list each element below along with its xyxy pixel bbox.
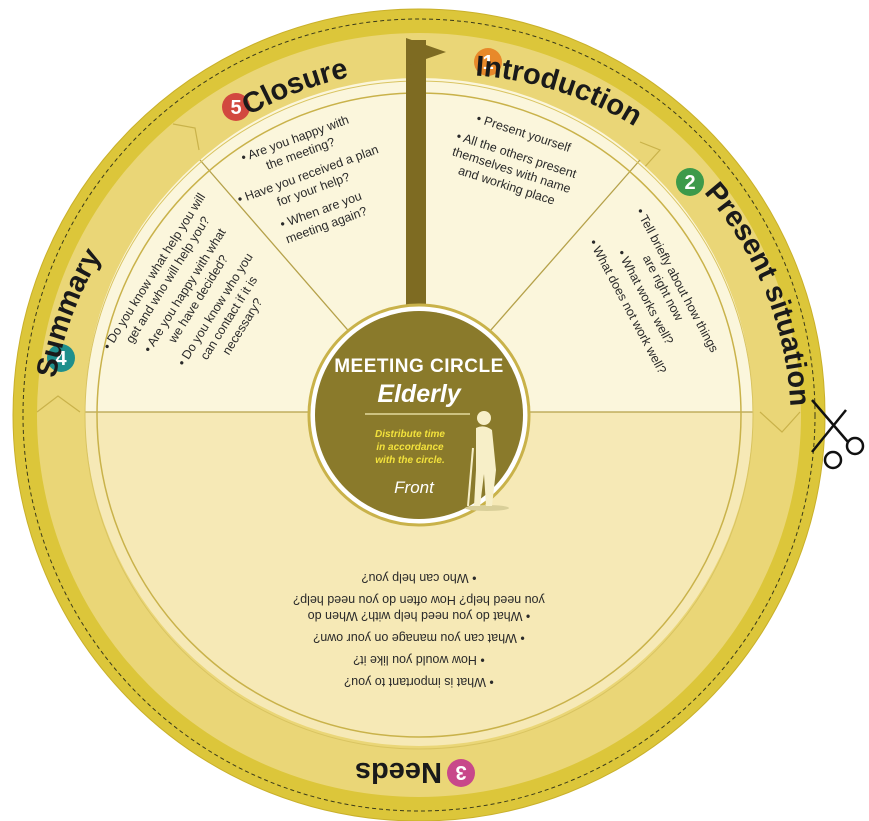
center-title: MEETING CIRCLE — [334, 356, 504, 377]
svg-text:• What can you manage on your: • What can you manage on your own? — [313, 631, 524, 645]
svg-text:you need help? How often do yo: you need help? How often do you need hel… — [293, 593, 545, 607]
closure-number: 5 — [230, 97, 241, 119]
center-note-2: in accordance — [376, 442, 444, 453]
center-note-1: Distribute time — [375, 429, 445, 440]
closure-number-badge — [222, 93, 250, 121]
svg-text:• Who can help you?: • Who can help you? — [362, 571, 477, 585]
needs-number-badge — [447, 759, 475, 787]
elderly-person-icon — [465, 411, 509, 511]
present-number: 2 — [684, 172, 695, 194]
center-subtitle: Elderly — [377, 380, 461, 408]
needs-bullets: • What is important to you? • How would … — [293, 571, 545, 689]
pointer-flag — [406, 38, 446, 330]
center-note-3: with the circle. — [375, 455, 444, 466]
svg-text:• What do you need help with?: • What do you need help with? When do — [308, 609, 531, 623]
center-side: Front — [394, 478, 435, 497]
svg-text:• What is important to you?: • What is important to you? — [344, 675, 494, 689]
ring-dividers — [36, 123, 801, 433]
needs-title: Needs — [355, 756, 442, 788]
needs-number: 3 — [455, 761, 466, 783]
svg-text:• How would you like it?: • How would you like it? — [353, 653, 485, 667]
summary-number: 4 — [55, 348, 67, 370]
present-number-badge — [676, 168, 704, 196]
needs-title-group: 3 Needs — [355, 756, 475, 788]
introduction-number: 1 — [482, 52, 493, 74]
introduction-number-badge — [474, 48, 502, 76]
wedge-needs — [85, 412, 753, 746]
summary-number-badge — [47, 344, 75, 372]
cut-line — [22, 18, 816, 812]
scissors-icon — [811, 399, 865, 470]
